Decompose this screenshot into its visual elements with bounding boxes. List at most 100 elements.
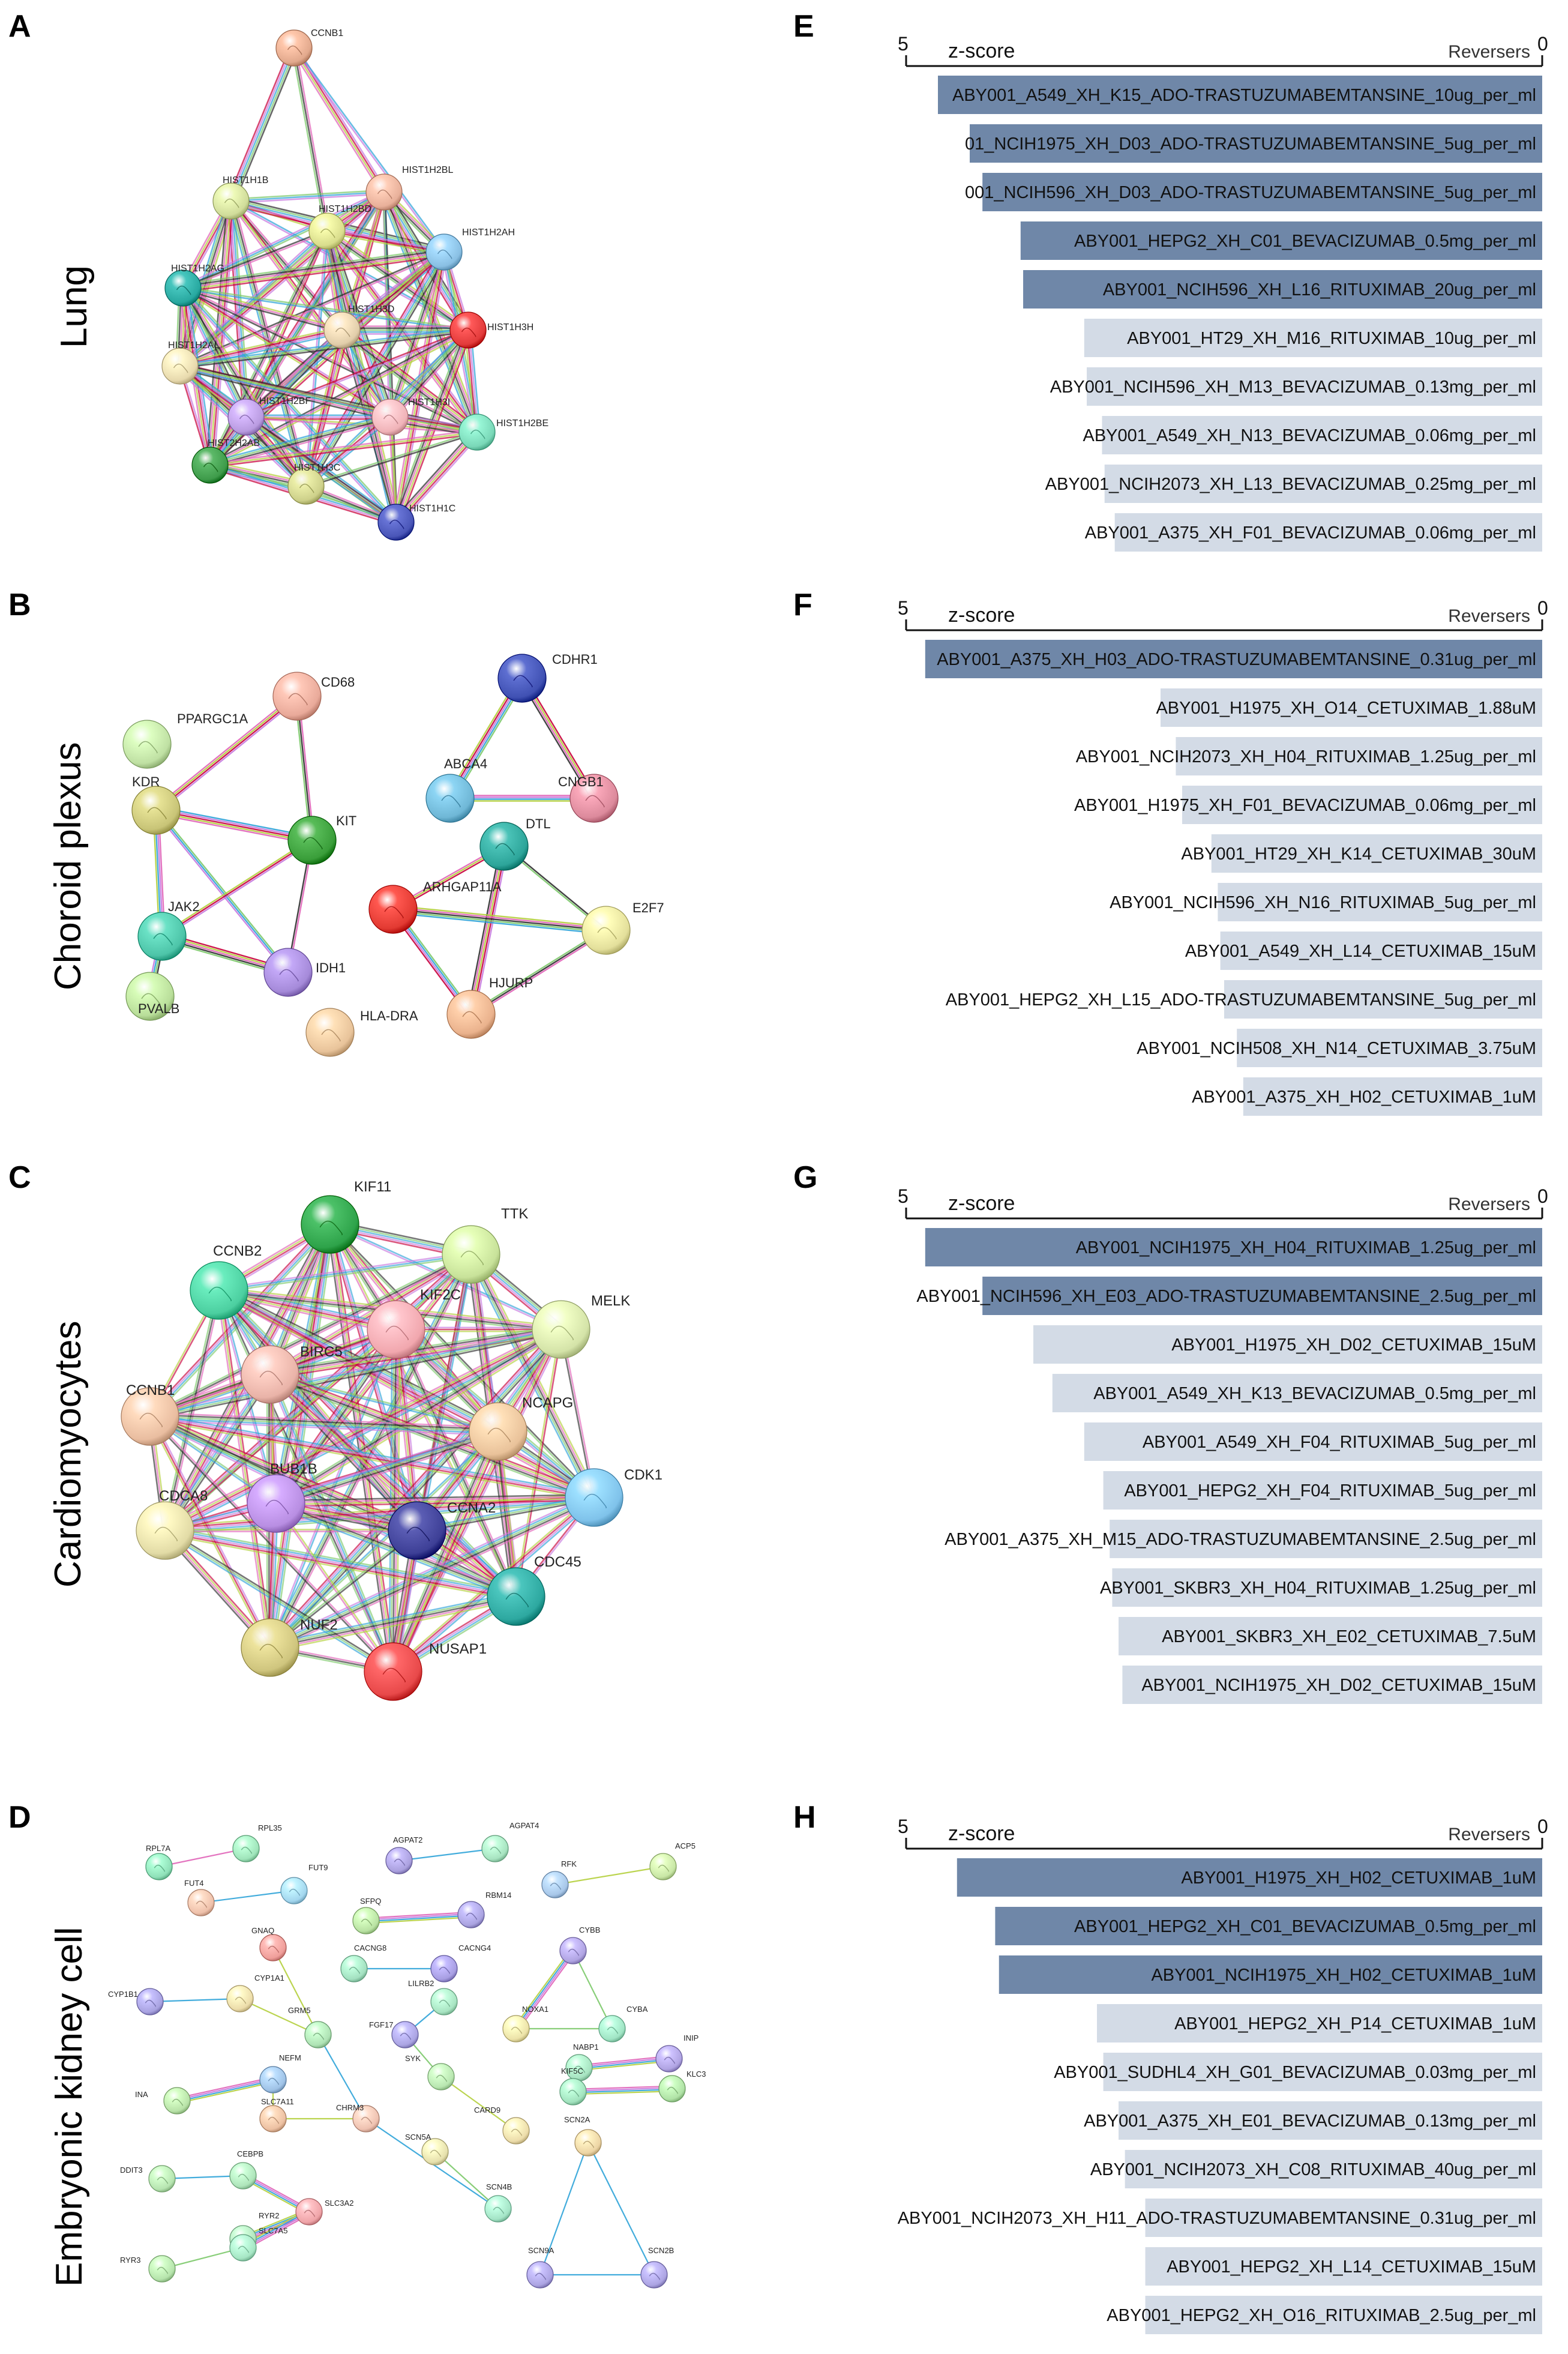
bar-label: ABY001_A375_XH_F01_BEVACIZUMAB_0.06mg_pe…	[1085, 523, 1536, 543]
network-node-kit[interactable]: KIT	[287, 813, 356, 865]
network-node-agpat2[interactable]: AGPAT2	[385, 1835, 422, 1874]
network-node-grm5[interactable]: GRM5	[288, 2006, 332, 2048]
network-node-cyp1a1[interactable]: CYP1A1	[226, 1973, 284, 2012]
network-node-ina[interactable]: INA	[135, 2087, 191, 2115]
network-node-e2f7[interactable]: E2F7	[581, 900, 664, 955]
network-node-cacng8[interactable]: CACNG8	[340, 1943, 386, 1982]
network-node-hist1h2ah[interactable]: HIST1H2AH	[425, 227, 515, 271]
network-node-ttk[interactable]: TTK	[442, 1206, 528, 1284]
network-node-slc7a5[interactable]: SLC7A5	[229, 2226, 287, 2262]
network-node-klc3[interactable]: KLC3	[658, 2070, 706, 2103]
network-node-hist1h3i[interactable]: HIST1H3I	[371, 397, 450, 436]
network-node-sfpq[interactable]: SFPQ	[352, 1897, 381, 1934]
network-node-ppargc1a[interactable]: PPARGC1A	[122, 711, 248, 769]
network-node-acp5[interactable]: ACP5	[649, 1841, 695, 1880]
network-node-cybb[interactable]: CYBB	[559, 1925, 600, 1964]
network-node-hist1h1c[interactable]: HIST1H1C	[377, 504, 455, 541]
network-node-cdhr1[interactable]: CDHR1	[497, 652, 598, 703]
network-node-dtl[interactable]: DTL	[479, 816, 551, 871]
network-node-ccnb2[interactable]: CCNB2	[190, 1243, 262, 1320]
node-sphere	[469, 1402, 527, 1461]
network-node-ccnb1[interactable]: CCNB1	[275, 28, 343, 67]
network-node-hist1h2al[interactable]: HIST1H2AL	[161, 340, 219, 385]
network-node-inip[interactable]: INIP	[655, 2033, 698, 2073]
network-node-hist1h3d[interactable]: HIST1H3D	[323, 304, 394, 349]
network-node-nabp1[interactable]: NABP1	[565, 2042, 599, 2082]
network-node-fgf17[interactable]: FGF17	[369, 2020, 419, 2048]
network-node-birc5[interactable]: BIRC5	[241, 1344, 343, 1404]
network-node-melk[interactable]: MELK	[532, 1293, 630, 1359]
network-node-hjurp[interactable]: HJURP	[446, 975, 533, 1039]
network-edge	[270, 1431, 499, 1649]
network-node-scn5a[interactable]: SCN5A	[405, 2133, 449, 2166]
network-node-hla-dra[interactable]: HLA-DRA	[305, 1008, 418, 1057]
network-node-kif2c[interactable]: KIF2C	[367, 1287, 461, 1359]
network-node-cdc45[interactable]: CDC45	[487, 1554, 581, 1626]
network-node-nusap1[interactable]: NUSAP1	[364, 1641, 487, 1701]
network-node-hist1h3h[interactable]: HIST1H3H	[449, 312, 533, 349]
network-node-cdca8[interactable]: CDCA8	[136, 1488, 208, 1560]
network-node-cyp1b1[interactable]: CYP1B1	[108, 1988, 164, 2015]
network-node-arhgap11a[interactable]: ARHGAP11A	[368, 879, 502, 934]
network-node-nefm[interactable]: NEFM	[259, 2053, 301, 2094]
network-node-hist1h2bd[interactable]: HIST1H2BD	[308, 204, 371, 250]
node-label: HIST2H2AB	[208, 438, 260, 448]
network-node-lilrb2[interactable]: LILRB2	[408, 1979, 458, 2015]
network-node-gnaq[interactable]: GNAQ	[251, 1926, 287, 1961]
network-node-rpl7a[interactable]: RPL7A	[145, 1844, 173, 1880]
network-node-rbm14[interactable]: RBM14	[457, 1891, 511, 1928]
network-node-cebpb[interactable]: CEBPB	[229, 2149, 263, 2190]
node-structure-glyph	[511, 2026, 523, 2034]
network-node-hist1h2ag[interactable]: HIST1H2AG	[164, 263, 224, 307]
network-node-chrm3[interactable]: CHRM3	[336, 2103, 380, 2133]
network-node-ncapg[interactable]: NCAPG	[469, 1395, 573, 1461]
network-node-kif11[interactable]: KIF11	[301, 1179, 391, 1254]
network-node-fut4[interactable]: FUT4	[184, 1879, 215, 1916]
network-node-ryr3[interactable]: RYR3	[120, 2255, 176, 2283]
network-node-scn4b[interactable]: SCN4B	[484, 2182, 512, 2223]
network-node-hist1h3c[interactable]: HIST1H3C	[287, 463, 340, 505]
network-node-ccnb1[interactable]: CCNB1	[121, 1382, 179, 1446]
network-node-scn2a[interactable]: SCN2A	[564, 2115, 602, 2157]
network-node-hist2h2ab[interactable]: HIST2H2AB	[191, 438, 260, 484]
bar-label: ABY001_A549_XH_N13_BEVACIZUMAB_0.06mg_pe…	[1083, 426, 1537, 445]
network-node-scn2b[interactable]: SCN2B	[640, 2246, 674, 2289]
network-node-nuf2[interactable]: NUF2	[241, 1617, 338, 1677]
network-node-agpat4[interactable]: AGPAT4	[481, 1821, 539, 1862]
network-node-rfk[interactable]: RFK	[541, 1859, 577, 1898]
network-node-hist1h2bl[interactable]: HIST1H2BL	[365, 165, 453, 211]
bar-label: ABY001_SKBR3_XH_E02_CETUXIMAB_7.5uM	[1162, 1627, 1536, 1646]
network-node-cyba[interactable]: CYBA	[598, 2005, 648, 2042]
network-node-ccna2[interactable]: CCNA2	[388, 1500, 496, 1560]
network-node-kdr[interactable]: KDR	[131, 774, 181, 835]
network-node-cacng4[interactable]: CACNG4	[430, 1943, 491, 1982]
network-edge	[275, 1430, 499, 1505]
bar-label: ABY001_HEPG2_XH_C01_BEVACIZUMAB_0.5mg_pe…	[1074, 1917, 1536, 1936]
node-structure-glyph	[377, 189, 392, 199]
network-node-cd68[interactable]: CD68	[272, 672, 355, 721]
network-node-hist1h2bf[interactable]: HIST1H2BF	[227, 396, 311, 436]
network-node-slc3a2[interactable]: SLC3A2	[295, 2198, 353, 2226]
node-label: HIST1H2BD	[319, 204, 371, 214]
network-node-rpl35[interactable]: RPL35	[232, 1823, 282, 1862]
network-node-syk[interactable]: SYK	[405, 2054, 455, 2091]
network-edge	[183, 286, 478, 432]
network-node-abca4[interactable]: ABCA4	[425, 756, 487, 823]
network-node-bub1b[interactable]: BUB1B	[247, 1461, 317, 1533]
network-node-ddit3[interactable]: DDIT3	[120, 2165, 176, 2193]
network-node-cdk1[interactable]: CDK1	[565, 1467, 662, 1527]
network-node-hist1h1b[interactable]: HIST1H1B	[212, 175, 268, 220]
network-node-cngb1[interactable]: CNGB1	[558, 774, 619, 823]
network-node-idh1[interactable]: IDH1	[263, 948, 346, 997]
network-node-hist1h2be[interactable]: HIST1H2BE	[458, 414, 548, 451]
network-node-scn9a[interactable]: SCN9A	[526, 2246, 554, 2289]
network-node-pvalb[interactable]: PVALB	[125, 972, 179, 1021]
node-sphere	[305, 1008, 355, 1057]
network-node-jak2[interactable]: JAK2	[137, 899, 200, 961]
network-node-slc7a11[interactable]: SLC7A11	[259, 2097, 294, 2133]
network-node-noxa1[interactable]: NOXA1	[502, 2005, 548, 2042]
network-node-fut9[interactable]: FUT9	[280, 1863, 328, 1904]
node-sphere	[427, 2063, 455, 2091]
network-node-kif5c[interactable]: KIF5C	[559, 2067, 587, 2106]
network-node-card9[interactable]: CARD9	[474, 2106, 530, 2145]
